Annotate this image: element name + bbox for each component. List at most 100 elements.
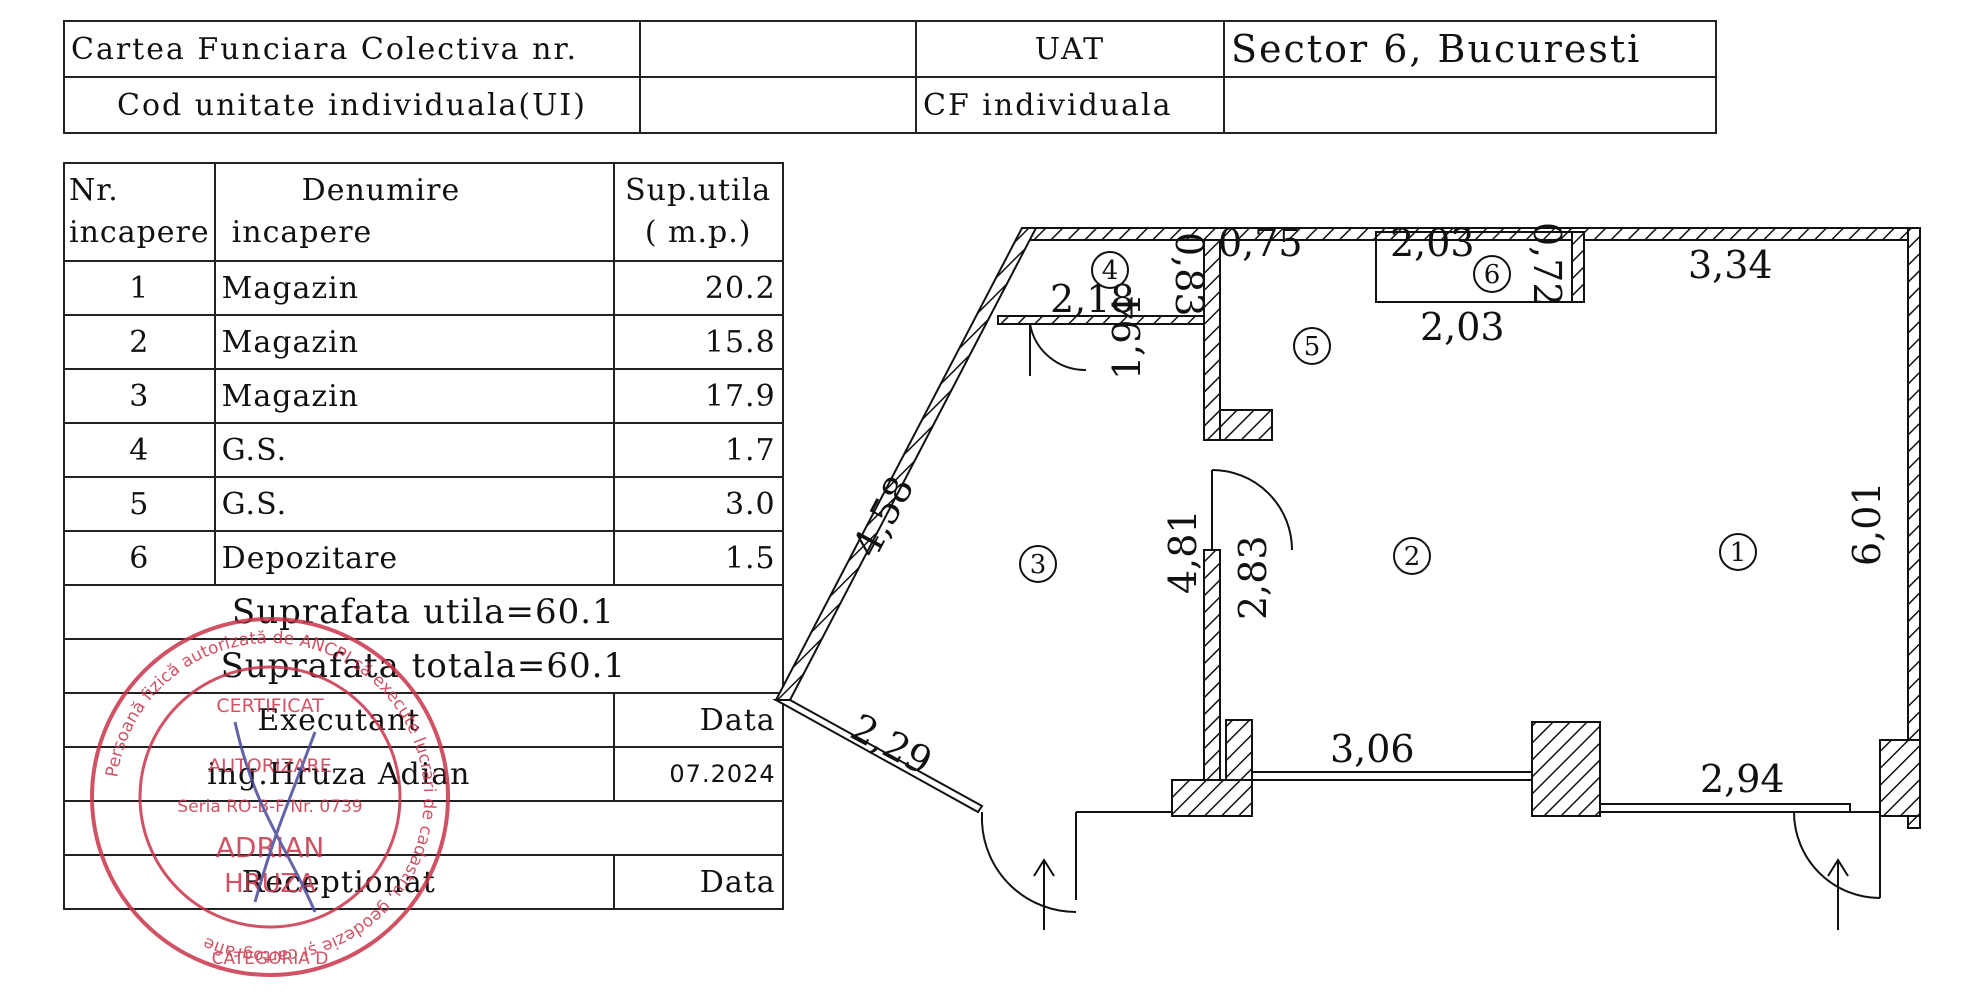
room-area: 15.8 bbox=[612, 314, 784, 370]
dim-203-mid: 2,03 bbox=[1420, 305, 1505, 349]
room-marker-2: 2 bbox=[1393, 537, 1431, 575]
wall-right bbox=[1907, 227, 1921, 829]
rooms-table: Nr. incapere Denumire incapere Sup.utila… bbox=[63, 162, 784, 910]
room-nr: 2 bbox=[63, 314, 216, 370]
room-marker-6: 6 bbox=[1473, 255, 1511, 293]
room-marker-label: 1 bbox=[1730, 538, 1747, 568]
suprafata-totala: Suprafata totala=60.1 bbox=[63, 638, 784, 694]
stamp-signature-stroke bbox=[253, 731, 317, 903]
col-name-line1: Denumire bbox=[301, 173, 461, 208]
executant-name-row: ing.Hruza Adian 07.2024 bbox=[63, 746, 784, 802]
dim-083: 0,83 bbox=[1167, 232, 1211, 317]
dim-203-top: 2,03 bbox=[1390, 221, 1475, 265]
col-area-line2: ( m.p.) bbox=[644, 215, 752, 250]
data-label: Data bbox=[613, 692, 784, 748]
room-nr: 6 bbox=[63, 530, 216, 586]
table-row: 6 Depozitare 1.5 bbox=[63, 530, 784, 586]
window-bottom-left bbox=[772, 699, 984, 814]
window-bottom-right bbox=[1599, 803, 1851, 813]
pillar-bottom-1 bbox=[1171, 779, 1253, 817]
arrow-head-icon bbox=[1827, 858, 1849, 877]
room-marker-label: 4 bbox=[1102, 256, 1119, 286]
room-marker-4: 4 bbox=[1091, 251, 1129, 289]
cod-ui-label: Cod unitate individuala(UI) bbox=[63, 76, 641, 134]
dim-481: 4,81 bbox=[1161, 509, 1205, 594]
rooms-header-row: Nr. incapere Denumire incapere Sup.utila… bbox=[63, 162, 784, 262]
stamp-bottom: CATEGORIA D bbox=[212, 949, 329, 969]
room-name: Depozitare bbox=[213, 530, 615, 586]
arrow-head-icon bbox=[1033, 858, 1055, 877]
door-arc-entrance-right bbox=[1793, 811, 1881, 899]
stamp-line1: CERTIFICAT bbox=[216, 695, 324, 717]
dim-306: 3,06 bbox=[1330, 727, 1415, 771]
pillar-bottom-3 bbox=[1879, 739, 1921, 817]
window-bottom-mid bbox=[1251, 771, 1533, 781]
dim-283: 2,83 bbox=[1231, 535, 1275, 620]
room-nr: 4 bbox=[63, 422, 216, 478]
receptionat-data-label: Data bbox=[613, 854, 784, 910]
room-area: 1.7 bbox=[612, 422, 784, 478]
receptionat-label: Receptionat bbox=[63, 854, 615, 910]
dim-075: 0,75 bbox=[1218, 221, 1303, 265]
room-area: 17.9 bbox=[612, 368, 784, 424]
wall-interior-upper bbox=[1203, 239, 1221, 441]
col-nr-line2: incapere bbox=[69, 215, 210, 250]
stamp-outer-ring bbox=[90, 617, 450, 977]
uat-label: UAT bbox=[915, 20, 1225, 78]
table-row: 3 Magazin 17.9 bbox=[63, 368, 784, 424]
room-marker-label: 5 bbox=[1304, 332, 1321, 362]
empty-row bbox=[63, 800, 784, 856]
pillar-bottom-2 bbox=[1531, 721, 1601, 817]
room-nr: 5 bbox=[63, 476, 216, 532]
table-row: 5 G.S. 3.0 bbox=[63, 476, 784, 532]
header-table: Cartea Funciara Colectiva nr. UAT Sector… bbox=[63, 20, 1717, 134]
stamp-line4: ADRIAN bbox=[216, 831, 325, 864]
suprafata-utila: Suprafata utila=60.1 bbox=[63, 584, 784, 640]
room-marker-label: 3 bbox=[1030, 550, 1047, 580]
wall-room6 bbox=[1571, 231, 1585, 303]
dim-229: 2,29 bbox=[844, 705, 939, 784]
wall-diagonal bbox=[774, 227, 1038, 701]
col-name-line2: incapere bbox=[231, 215, 373, 250]
cf-individuala-label: CF individuala bbox=[915, 76, 1225, 134]
uat-value: Sector 6, Bucuresti bbox=[1223, 20, 1717, 78]
dim-334: 3,34 bbox=[1688, 243, 1773, 287]
cf-colectiva-value bbox=[639, 20, 917, 78]
empty-cell bbox=[63, 800, 784, 856]
stamp-inner-ring bbox=[138, 665, 402, 929]
header-row-1: Cartea Funciara Colectiva nr. UAT Sector… bbox=[63, 20, 1717, 78]
table-row: 2 Magazin 15.8 bbox=[63, 314, 784, 370]
executant-date: 07.2024 bbox=[613, 746, 784, 802]
col-nr-header: Nr. incapere bbox=[63, 162, 216, 262]
cf-individuala-value bbox=[1223, 76, 1717, 134]
room-name: Magazin bbox=[213, 314, 615, 370]
room-marker-5: 5 bbox=[1293, 327, 1331, 365]
cf-colectiva-label: Cartea Funciara Colectiva nr. bbox=[63, 20, 641, 78]
suprafata-totala-row: Suprafata totala=60.1 bbox=[63, 638, 784, 694]
dim-458: 4,58 bbox=[844, 469, 923, 564]
stamp-signature bbox=[233, 721, 317, 913]
wall-room4 bbox=[997, 315, 1205, 325]
room-marker-1: 1 bbox=[1719, 533, 1757, 571]
col-name-header: Denumire incapere bbox=[214, 162, 615, 262]
dim-294: 2,94 bbox=[1700, 757, 1785, 801]
room-nr: 1 bbox=[63, 260, 216, 316]
col-area-line1: Sup.utila bbox=[625, 173, 772, 208]
dim-601: 6,01 bbox=[1845, 481, 1889, 566]
header-row-2: Cod unitate individuala(UI) CF individua… bbox=[63, 76, 1717, 134]
stamp-line3: Seria RO-B-F Nr. 0739 bbox=[177, 797, 362, 817]
room-name: G.S. bbox=[213, 476, 615, 532]
cod-ui-value bbox=[639, 76, 917, 134]
col-nr-line1: Nr. bbox=[69, 173, 119, 208]
room-area: 1.5 bbox=[612, 530, 784, 586]
room-area: 3.0 bbox=[612, 476, 784, 532]
room-marker-label: 6 bbox=[1484, 260, 1501, 290]
authorization-stamp: Persoană fizică autorizată de ANCPI să e… bbox=[90, 617, 450, 977]
col-area-header: Sup.utila ( m.p.) bbox=[613, 162, 784, 262]
dim-072: 0,72 bbox=[1525, 222, 1569, 307]
door-arc-3-2 bbox=[1211, 469, 1293, 551]
door-arc-4 bbox=[1029, 323, 1087, 372]
table-row: 1 Magazin 20.2 bbox=[63, 260, 784, 316]
table-row: 4 G.S. 1.7 bbox=[63, 422, 784, 478]
